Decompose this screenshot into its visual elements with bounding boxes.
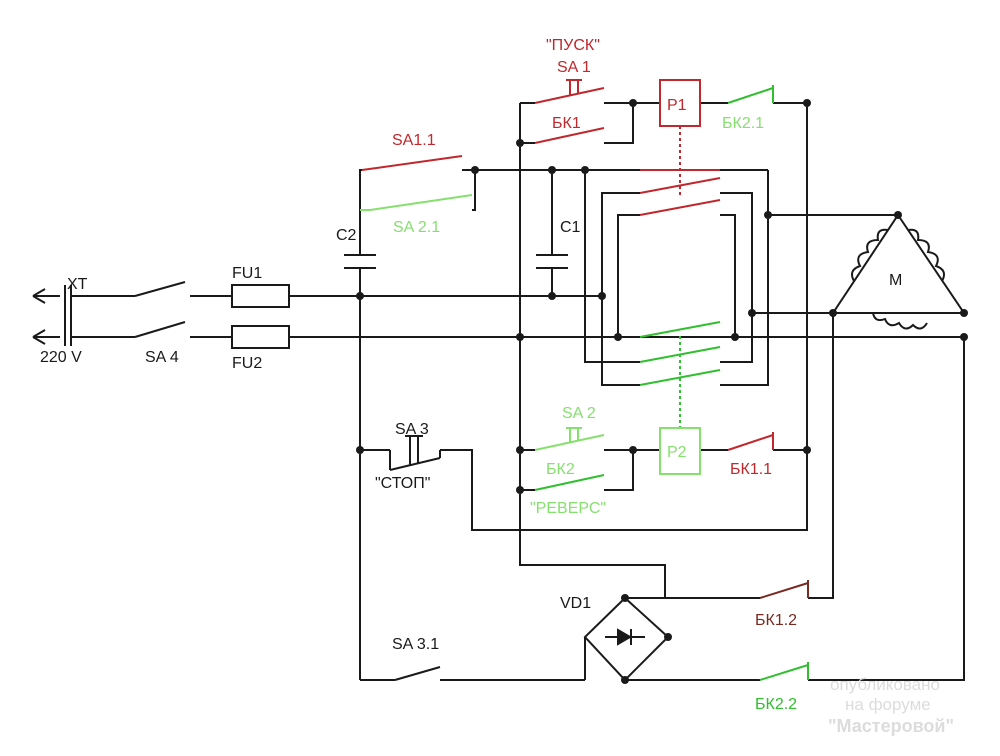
label-motor: M — [889, 272, 902, 289]
bk1-1-contact — [727, 434, 774, 451]
motor-delta-winding — [831, 213, 966, 314]
label-220v: 220 V — [40, 349, 82, 366]
label-sa4: SA 4 — [145, 349, 179, 366]
p1-contact-2 — [639, 199, 721, 216]
label-bk1-2: БК1.2 — [755, 612, 797, 629]
watermark-line-1: опубликовано — [830, 675, 940, 694]
label-c1: C1 — [560, 219, 581, 236]
input-arrow-bottom — [32, 329, 60, 345]
label-sa3: SA 3 — [395, 421, 429, 438]
green-contacts — [360, 85, 809, 681]
bk1-contact — [534, 127, 605, 144]
sa2-1-contact — [369, 194, 473, 211]
label-sa2-1: SA 2.1 — [393, 219, 440, 236]
input-arrow-top — [32, 288, 60, 304]
sa4-contact-bottom — [134, 321, 186, 338]
label-sa2: SA 2 — [562, 405, 596, 422]
watermark-line-2: на форуме — [845, 695, 931, 714]
label-pusk: "ПУСК" — [546, 37, 600, 54]
sa4-contact-top — [134, 281, 186, 297]
label-bk2-2: БК2.2 — [755, 696, 797, 713]
label-bk1-1: БК1.1 — [730, 461, 772, 478]
label-c2: C2 — [336, 227, 357, 244]
red-contacts — [361, 79, 774, 451]
watermark: опубликовано на форуме "Мастеровой" — [828, 675, 954, 736]
label-stop: "СТОП" — [375, 475, 430, 492]
bk2-contact — [534, 474, 605, 491]
label-reverse: "РЕВЕРС" — [530, 500, 606, 517]
watermark-line-3: "Мастеровой" — [828, 716, 954, 736]
fuse-fu2 — [231, 325, 290, 349]
p2-contact-1 — [639, 321, 721, 338]
label-vd1: VD1 — [560, 595, 591, 612]
p2-contact-3 — [639, 369, 721, 386]
bk1-2-contact — [759, 580, 809, 599]
bk2-1-contact — [727, 87, 774, 104]
sa3-1-contact — [394, 666, 441, 681]
sa3-stop-button — [389, 435, 441, 471]
label-p1: P1 — [667, 97, 687, 114]
label-p2: P2 — [667, 444, 687, 461]
wiring — [32, 102, 966, 682]
label-bk1: БК1 — [552, 115, 581, 132]
p1-contact-1 — [639, 177, 721, 194]
label-sa3-1: SA 3.1 — [392, 636, 439, 653]
junction-dots — [356, 99, 968, 684]
sa1-1-contact — [361, 155, 463, 171]
label-fu1: FU1 — [232, 265, 262, 282]
sa2-contact — [534, 434, 605, 451]
label-bk2: БК2 — [546, 461, 575, 478]
label-bk2-1: БК2.1 — [722, 115, 764, 132]
relay-p2-coil — [659, 427, 701, 475]
sa1-contact — [534, 87, 605, 104]
label-sa1-1: SA1.1 — [392, 132, 436, 149]
label-xt: XT — [67, 276, 88, 293]
label-fu2: FU2 — [232, 355, 262, 372]
label-sa1: SA 1 — [557, 59, 591, 76]
motor-coils — [851, 228, 945, 330]
fuse-fu1 — [231, 284, 290, 308]
bk2-2-contact — [759, 664, 809, 681]
